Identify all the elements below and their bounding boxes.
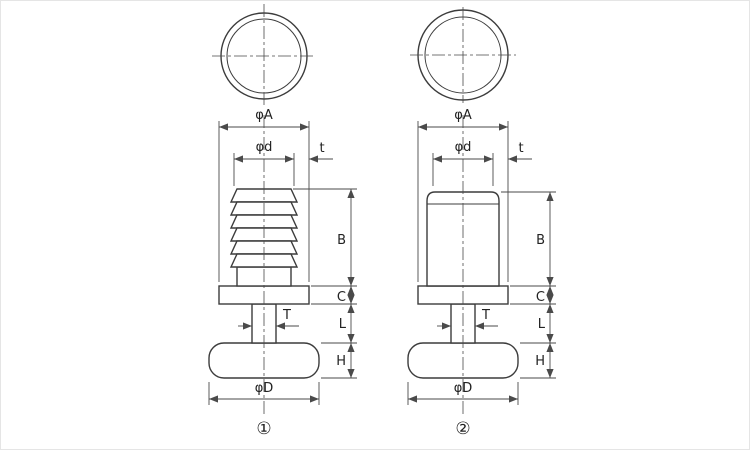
dim-label-phi-d: φd (256, 140, 273, 155)
dim-label-b: B (536, 233, 545, 248)
dim-label-l: L (538, 317, 546, 332)
figure-2-top-view (410, 7, 516, 103)
dim-label-c: C (536, 290, 545, 305)
figure-1-caption: ① (256, 419, 271, 439)
dimension-phi-d: φd (233, 140, 295, 186)
dimension-phi-a: φA (417, 108, 509, 282)
dimension-phi-d: φd (432, 140, 494, 186)
dim-label-phi-a: φA (255, 108, 273, 123)
dim-label-stem-t: T (481, 308, 490, 323)
dimension-phi-d-foot: φD (407, 381, 519, 405)
dimension-chain-bclh: B C L H (501, 191, 556, 379)
dim-label-h: H (336, 354, 346, 369)
figure-1-top-view (212, 4, 316, 108)
dim-label-stem-t: T (282, 308, 291, 323)
dim-label-phi-a: φA (454, 108, 472, 123)
figure-2-caption: ② (455, 419, 470, 439)
dim-label-l: L (339, 317, 347, 332)
dimension-phi-d-foot: φD (208, 381, 320, 405)
figure-2: φA φd t B (407, 7, 556, 439)
figure-1: φA φd t B (208, 4, 357, 439)
rib-fin (229, 253, 299, 268)
dimension-stem-t: T (238, 308, 299, 330)
dim-label-t: t (518, 141, 523, 156)
figure-1-front-view (208, 115, 320, 417)
dimension-t: t (309, 141, 333, 163)
dim-label-h: H (535, 354, 545, 369)
dim-label-phi-d-foot: φD (454, 381, 473, 396)
rib-fin (229, 188, 299, 203)
dimension-stem-t: T (437, 308, 498, 330)
dim-label-phi-d: φd (455, 140, 472, 155)
dim-label-c: C (337, 290, 346, 305)
dimension-phi-a: φA (218, 108, 310, 282)
dim-label-b: B (337, 233, 346, 248)
dimension-t: t (508, 141, 532, 163)
figure-1-dimensions: φA φd t B (208, 108, 357, 405)
figure-2-front-view (407, 115, 519, 417)
dim-label-t: t (319, 141, 324, 156)
dim-label-phi-d-foot: φD (255, 381, 274, 396)
figure-2-dimensions: φA φd t B (407, 108, 556, 405)
smooth-body (426, 191, 500, 287)
dimension-chain-bclh: B C L H (293, 188, 357, 379)
